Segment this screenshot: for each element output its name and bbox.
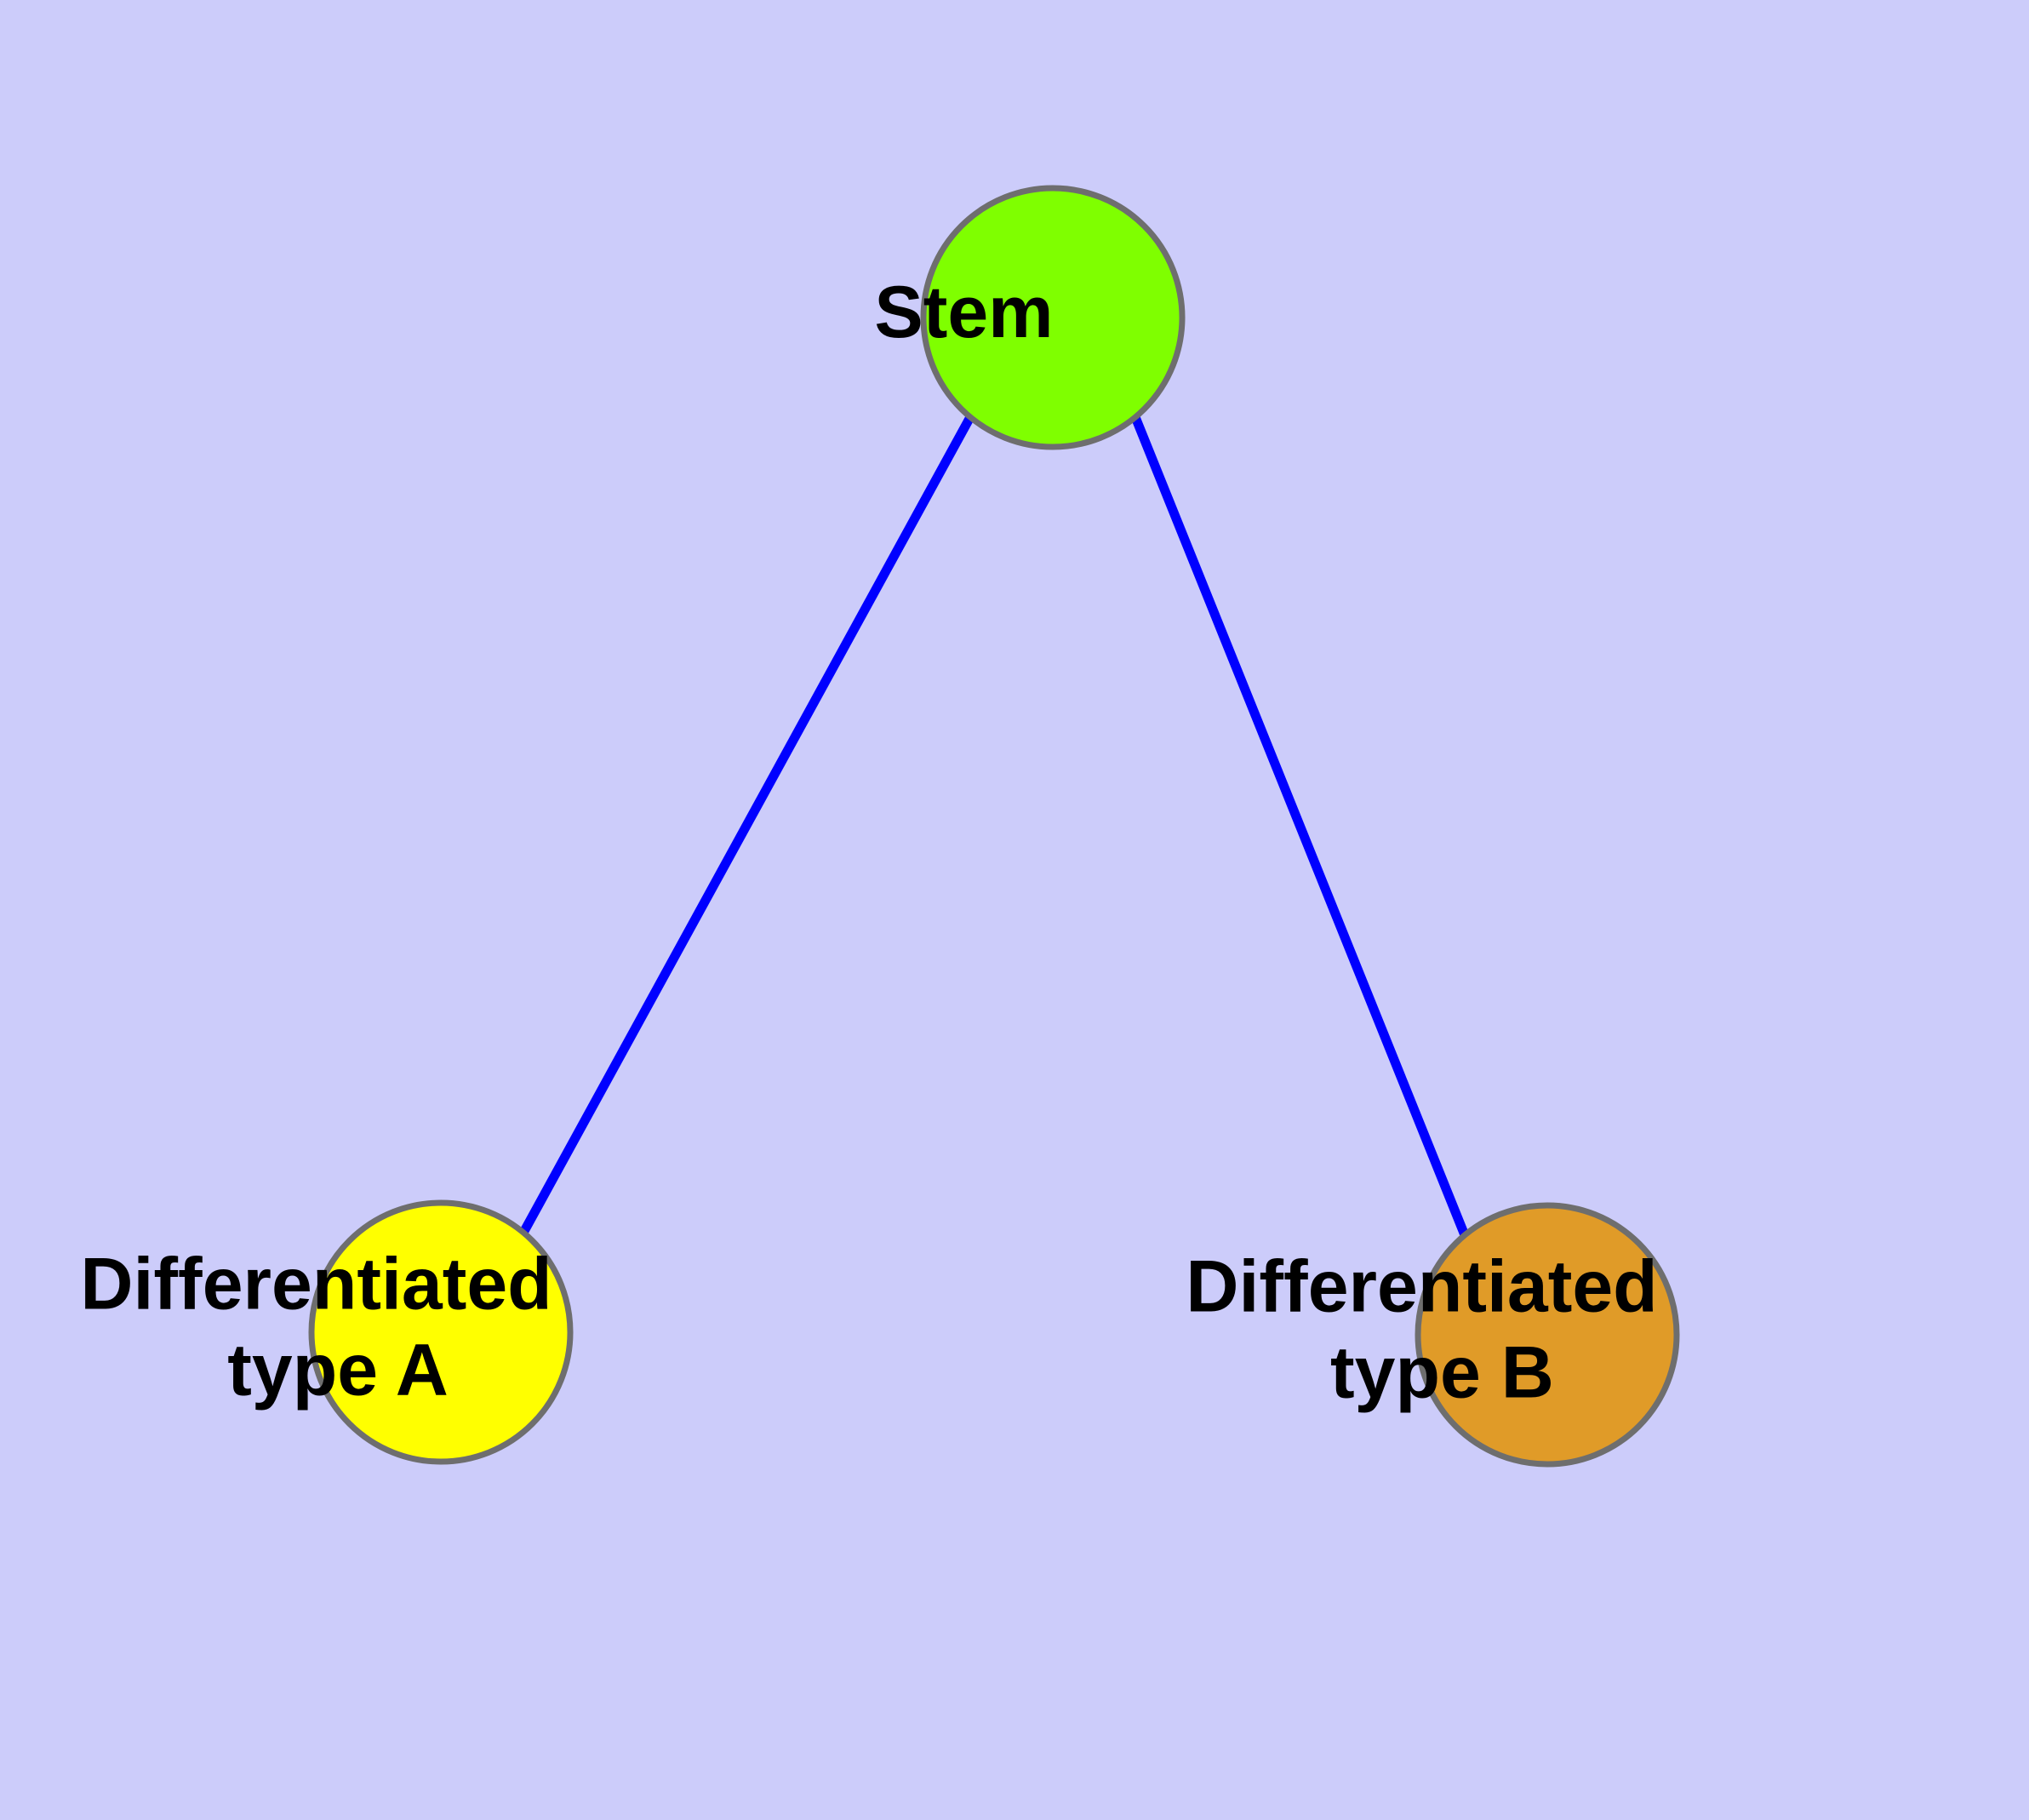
edge-layer	[519, 415, 1470, 1238]
node-diff-b[interactable]: Differentiated type B	[1186, 1202, 1881, 1468]
node-stem-label-line-1: Stem	[874, 272, 1053, 353]
node-diff-b-label-line-2: type B	[1330, 1331, 1554, 1413]
node-diff-b-label: Differentiated type B	[1186, 1245, 1881, 1413]
node-diff-a-label: Differentiated type A	[80, 1243, 775, 1411]
node-diff-a-circle[interactable]	[308, 1199, 574, 1465]
node-diff-a-label-line-2: type A	[227, 1329, 447, 1411]
node-stem[interactable]: Stem	[874, 185, 1236, 450]
edge-stem-to-diff-b[interactable]	[1130, 415, 1470, 1238]
node-stem-label: Stem	[874, 272, 1236, 353]
node-diff-a[interactable]: Differentiated type A	[80, 1199, 775, 1465]
node-stem-circle[interactable]	[920, 185, 1186, 450]
edge-stem-to-diff-a[interactable]	[519, 415, 974, 1235]
node-diff-b-circle[interactable]	[1415, 1202, 1680, 1468]
node-diff-b-label-line-1: Differentiated	[1186, 1245, 1657, 1327]
node-layer: Stem Differentiated type A Differentiate…	[80, 185, 1881, 1468]
node-diff-a-label-line-1: Differentiated	[80, 1243, 552, 1325]
